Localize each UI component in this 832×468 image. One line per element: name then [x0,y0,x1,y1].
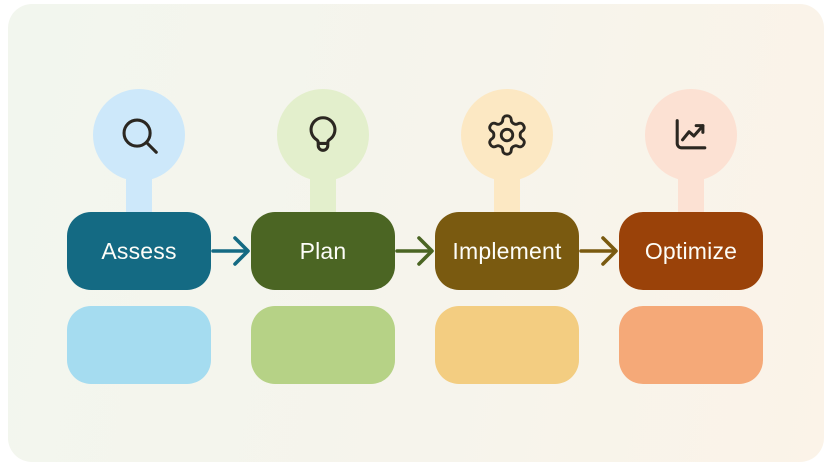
step-box-optimize: Optimize [619,212,763,290]
step-column-optimize: Optimize [619,0,763,468]
arrow-right-icon [211,236,250,266]
step-label: Plan [299,237,347,264]
lightbulb-icon [309,116,337,152]
gear-icon [488,114,526,156]
arrow-right-icon [579,236,618,266]
step-box-assess: Assess [67,212,211,290]
step-label: Assess [101,237,177,264]
step-label: Implement [452,237,562,264]
step-icon-circle [277,89,369,181]
step-icon-circle [645,89,737,181]
step-column-implement: Implement [435,0,618,468]
step-panel [435,306,579,384]
step-icon-circle [93,89,185,181]
process-diagram: Assess Plan [67,0,763,468]
step-panel [67,306,211,384]
step-box-implement: Implement [435,212,579,290]
step-panel [619,306,763,384]
step-column-plan: Plan [251,0,434,468]
step-panel [251,306,395,384]
arrow-right-icon [395,236,434,266]
step-icon-circle [461,89,553,181]
step-column-assess: Assess [67,0,250,468]
step-box-plan: Plan [251,212,395,290]
trend-up-icon [675,119,707,150]
step-label: Optimize [644,237,738,264]
search-icon [122,118,158,154]
